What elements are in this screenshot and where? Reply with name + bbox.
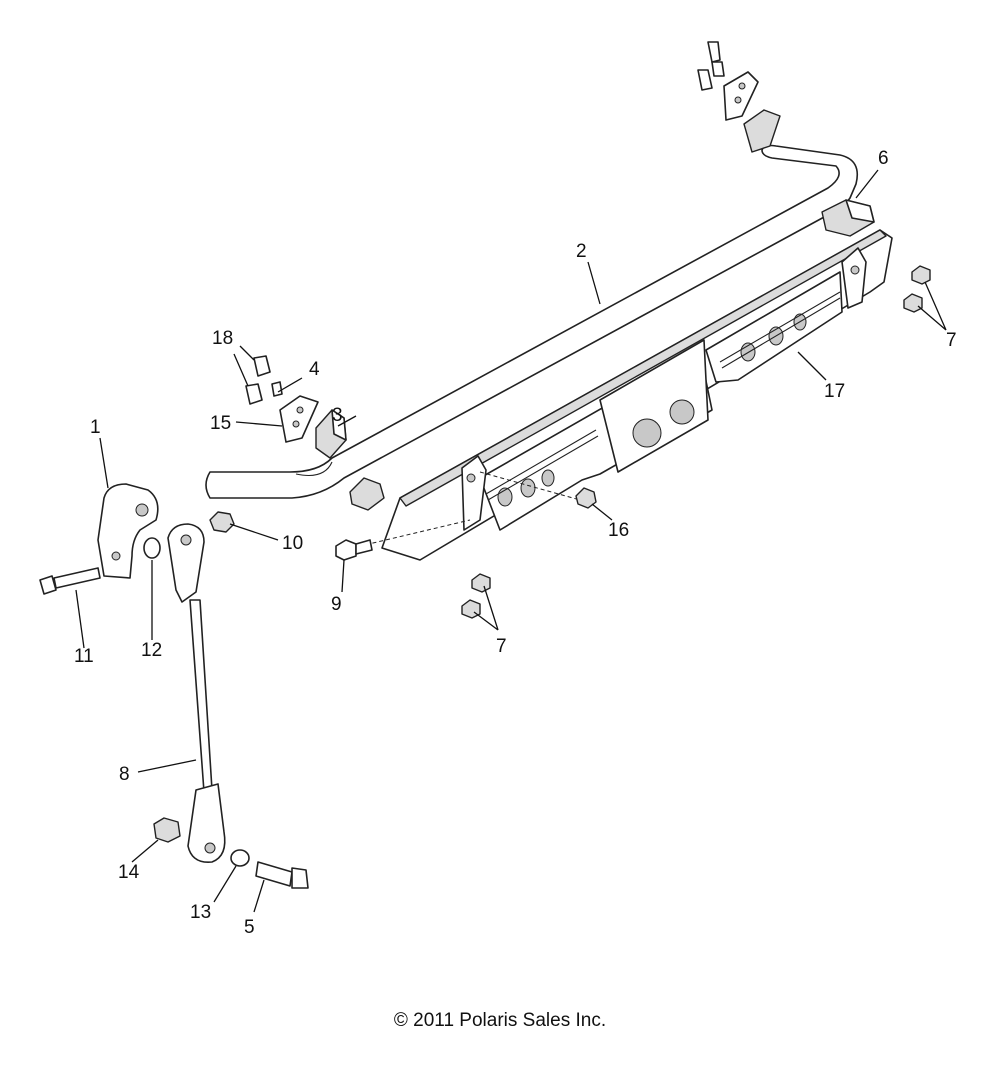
bolts-18-and-fitting-4: [245, 355, 283, 405]
callout-10: 10: [282, 533, 303, 554]
mounting-bracket-assembly: [351, 229, 893, 561]
washer-13: [230, 849, 250, 867]
callout-2: 2: [576, 241, 587, 262]
callout-4: 4: [309, 359, 320, 380]
callout-3: 3: [332, 405, 343, 426]
bushing-clamp-right: [697, 41, 781, 153]
copyright-notice: © 2011 Polaris Sales Inc.: [393, 1010, 607, 1031]
bushing-right: [821, 199, 875, 237]
bolt-5: [255, 861, 309, 889]
bushing-left: [315, 409, 385, 511]
leader-lines: [75, 169, 947, 913]
callout-9: 9: [331, 594, 342, 615]
callout-11: 11: [74, 646, 94, 667]
callout-14: 14: [118, 862, 140, 883]
callout-8: 8: [119, 764, 130, 785]
link-rod: [167, 523, 226, 863]
callout-18: 18: [212, 328, 233, 349]
callout-7-right: 7: [946, 330, 957, 351]
callout-17: 17: [824, 381, 845, 402]
nuts-7-lower: [461, 573, 491, 619]
callout-6: 6: [878, 148, 889, 169]
callout-labels: 1 2 3 4 5 6 7 7 8 9 10 11 12 13 14 15 16…: [74, 148, 957, 938]
callout-15: 15: [210, 413, 231, 434]
washer-12: [143, 537, 161, 559]
bolt-11: [39, 567, 101, 595]
stabilizer-bar: [205, 144, 859, 499]
nut-10: [209, 511, 235, 533]
nut-16: [575, 487, 597, 509]
stabilizer-arm: [97, 483, 159, 579]
nuts-7-right: [903, 265, 931, 313]
callout-13: 13: [190, 902, 211, 923]
bushing-clamp-left: [279, 395, 319, 443]
callout-16: 16: [608, 520, 629, 541]
callout-12: 12: [141, 640, 162, 661]
callout-5: 5: [244, 917, 255, 938]
callout-1: 1: [90, 417, 101, 438]
callout-7-lower: 7: [496, 636, 507, 657]
nut-14: [153, 817, 181, 843]
bolt-9: [335, 539, 373, 561]
